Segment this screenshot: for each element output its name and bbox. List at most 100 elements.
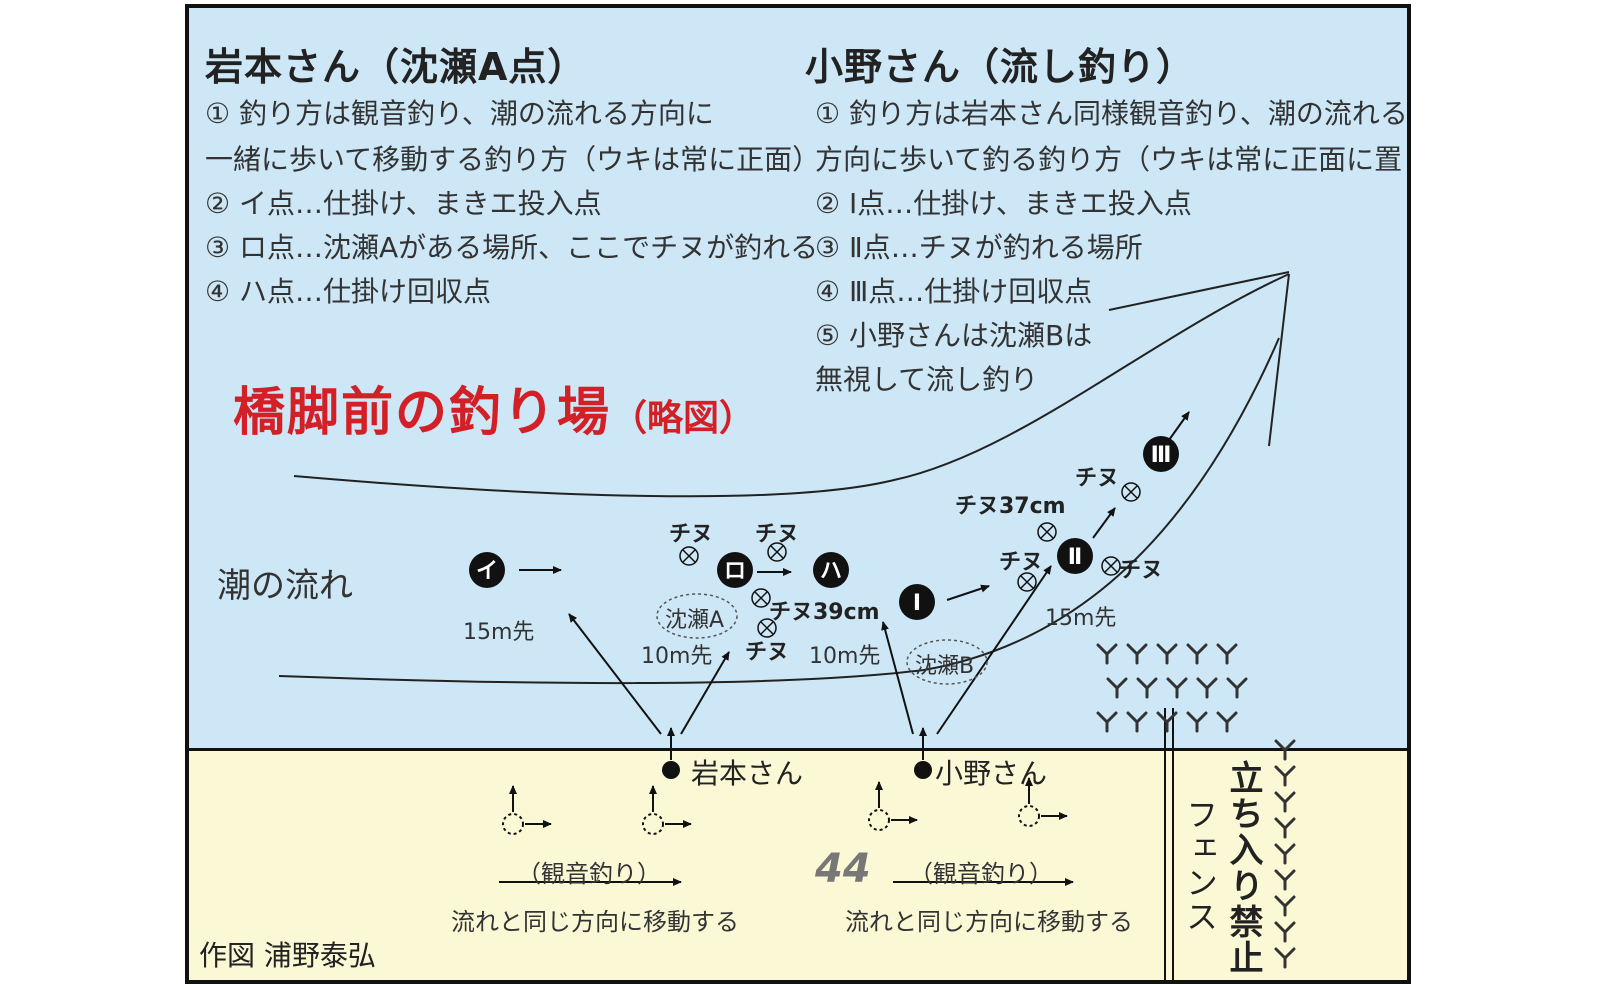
chinu-label-4: チヌ (999, 550, 1044, 575)
current-line-upper (293, 273, 1290, 498)
rock-glyph (1186, 711, 1208, 733)
marker-i: イ (469, 552, 505, 588)
chinu-label-5: チヌ (1119, 558, 1164, 583)
move-label-left: 流れと同じ方向に移動する (451, 908, 739, 936)
chinu-39-label: チヌ39cm (769, 600, 880, 625)
catch-marks (679, 482, 1141, 638)
angler-iwamoto-dot (662, 761, 680, 779)
rock-b-outline (906, 639, 988, 685)
walking-icon (1018, 777, 1068, 827)
rock-glyph (1274, 739, 1296, 761)
rock-glyph (1274, 765, 1296, 787)
move-label-right: 流れと同じ方向に移動する (845, 908, 1133, 936)
catch-cross (1037, 522, 1057, 542)
shore-area (189, 748, 1407, 980)
catch-cross (757, 618, 777, 638)
rock-glyph (1274, 895, 1296, 917)
arrow-p3 (1168, 411, 1190, 441)
catch-cross (1101, 556, 1121, 576)
iwamoto-label: 岩本さん (691, 757, 804, 790)
marker-p2-text: Ⅱ (1068, 545, 1083, 570)
rock-glyph (1126, 643, 1148, 665)
distance-10m-a: 10m先 (641, 644, 713, 669)
rock-glyph (1186, 643, 1208, 665)
catch-cross (1017, 572, 1037, 592)
marker-p3: Ⅲ (1143, 436, 1179, 472)
cast-line-iwamoto-i (568, 613, 662, 735)
rock-a-outline (656, 593, 738, 639)
catch-cross (751, 588, 771, 608)
walking-icon (868, 781, 918, 831)
left-line-4: ③ ロ点…沈瀬Aがある場所、ここでチヌが釣れる (205, 231, 819, 264)
rock-glyph (1226, 677, 1248, 699)
rock-glyph (1196, 677, 1218, 699)
chinu-label-1: チヌ (669, 522, 714, 547)
cast-line-ono-a (881, 621, 914, 735)
rock-glyph (1274, 843, 1296, 865)
rock-glyph (1136, 677, 1158, 699)
marker-p1-text: Ⅰ (913, 591, 921, 616)
marker-ro: ロ (717, 552, 753, 588)
fence-label: フェンス (1181, 798, 1219, 934)
distance-15m-a: 15m先 (463, 620, 535, 645)
right-line-4: ③ Ⅱ点…チヌが釣れる場所 (815, 231, 1143, 264)
rock-glyph (1106, 677, 1128, 699)
rock-glyph (1126, 711, 1148, 733)
catch-cross (679, 546, 699, 566)
left-line-5: ④ ハ点…仕掛け回収点 (205, 275, 492, 308)
right-line-6: ⑤ 小野さんは沈瀬Bは (815, 319, 1093, 352)
right-line-7: 無視して流し釣り (815, 363, 1039, 396)
current-line-upper-leader (1108, 271, 1290, 311)
marker-ha-text: ハ (820, 559, 842, 584)
rock-glyph (1274, 869, 1296, 891)
right-block-title: 小野さん（流し釣り） (805, 45, 1196, 89)
marker-ro-text: ロ (724, 559, 746, 584)
marker-ha: ハ (813, 552, 849, 588)
rock-glyph (1274, 921, 1296, 943)
angler-ono-dot (914, 761, 932, 779)
right-line-2: 方向に歩いて釣る釣り方（ウキは常に正面に置く） (815, 143, 1411, 176)
diagram-frame: イ ロ ハ Ⅰ Ⅱ Ⅲ 岩本さん（沈瀬A点） ① 釣り方は観音釣り、潮の流れる方… (185, 4, 1411, 984)
method-label-left: （観音釣り） (517, 860, 661, 888)
left-line-2: 一緒に歩いて移動する釣り方（ウキは常に正面） (205, 143, 821, 176)
cast-line-iwamoto-ro (680, 651, 730, 735)
current-label: 潮の流れ (217, 566, 353, 606)
catch-cross (767, 542, 787, 562)
distance-15m-b: 15m先 (1045, 606, 1117, 631)
right-line-5: ④ Ⅲ点…仕掛け回収点 (815, 275, 1093, 308)
diagram-drawing: イ ロ ハ Ⅰ Ⅱ Ⅲ (278, 271, 1296, 980)
rock-glyph (1274, 947, 1296, 969)
marker-p1: Ⅰ (899, 584, 935, 620)
rock-a-label: 沈瀬A (665, 608, 725, 633)
rock-glyph (1274, 791, 1296, 813)
main-title: 橋脚前の釣り場 (233, 383, 612, 443)
marker-p3-text: Ⅲ (1151, 443, 1172, 468)
right-line-3: ② Ⅰ点…仕掛け、まきエ投入点 (815, 187, 1192, 220)
page-mark: 44 (815, 846, 871, 892)
catch-cross (1121, 482, 1141, 502)
cast-line-ono-b (936, 565, 1052, 735)
walking-icon (502, 785, 552, 835)
rock-glyph (1274, 817, 1296, 839)
chinu-label-3: チヌ (745, 640, 790, 665)
marker-p2: Ⅱ (1057, 538, 1093, 574)
sea-area (189, 8, 1407, 748)
chinu-label-2: チヌ (755, 522, 800, 547)
walking-icons (502, 777, 1068, 835)
rock-glyph (1156, 711, 1178, 733)
rocky-shore-glyphs (1096, 643, 1296, 969)
credit: 作図 浦野泰弘 (199, 939, 376, 972)
main-title-sub: （略図） (611, 398, 756, 439)
marker-i-text: イ (476, 559, 498, 584)
main-title-row: 橋脚前の釣り場（略図） (233, 370, 755, 445)
rock-b-label: 沈瀬B (915, 654, 975, 679)
current-line-lower (278, 337, 1280, 685)
rock-glyph (1096, 643, 1118, 665)
rock-glyph (1216, 643, 1238, 665)
chinu-label-6: チヌ (1075, 466, 1120, 491)
walking-icon (642, 785, 692, 835)
left-line-1: ① 釣り方は観音釣り、潮の流れる方向に (205, 97, 714, 130)
rock-glyph (1216, 711, 1238, 733)
left-block-title: 岩本さん（沈瀬A点） (205, 45, 587, 89)
arrow-p2 (1092, 507, 1116, 539)
